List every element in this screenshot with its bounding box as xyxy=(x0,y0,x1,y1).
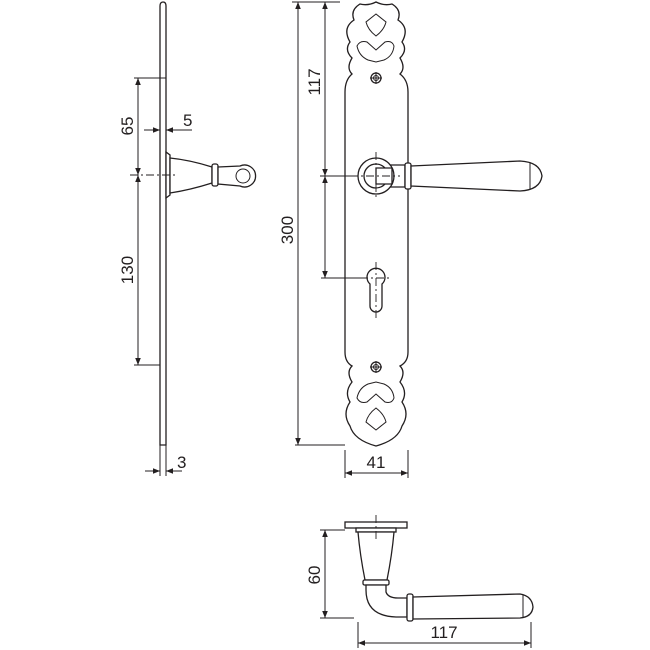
bottom-cutout-diamond xyxy=(365,407,387,431)
side-lever-end-ring xyxy=(235,168,251,184)
backplate xyxy=(344,1,409,447)
top-lever-grip xyxy=(412,593,534,620)
top-cutout-diamond xyxy=(365,13,387,37)
dim-label-3: 3 xyxy=(177,453,186,472)
top-view: 60 117 xyxy=(305,515,534,648)
side-plate xyxy=(159,1,167,446)
top-elbow xyxy=(365,584,408,618)
side-view: 65 5 130 3 xyxy=(118,1,257,476)
top-screw-icon xyxy=(370,72,382,84)
dim-label-65: 65 xyxy=(118,117,137,136)
bottom-screw-icon xyxy=(370,361,382,373)
dim-label-41: 41 xyxy=(367,453,386,472)
dim-label-60: 60 xyxy=(305,566,324,585)
dim-label-130: 130 xyxy=(118,256,137,284)
top-ring xyxy=(362,579,390,586)
dim-label-117-top: 117 xyxy=(430,623,457,642)
dim-label-5: 5 xyxy=(183,111,192,130)
top-cutout-heart xyxy=(356,41,395,63)
bottom-cutout-heart xyxy=(356,381,395,403)
side-neck xyxy=(169,157,213,194)
side-ring xyxy=(211,163,219,187)
side-lever-end xyxy=(217,164,257,188)
front-view: 300 117 41 xyxy=(278,1,543,478)
dim-label-300: 300 xyxy=(278,216,297,244)
front-lever-grip xyxy=(410,160,543,192)
dim-label-117-front: 117 xyxy=(305,68,324,95)
top-neck xyxy=(357,531,395,581)
top-lever-ring xyxy=(406,593,414,622)
front-lever-ring xyxy=(404,162,412,190)
